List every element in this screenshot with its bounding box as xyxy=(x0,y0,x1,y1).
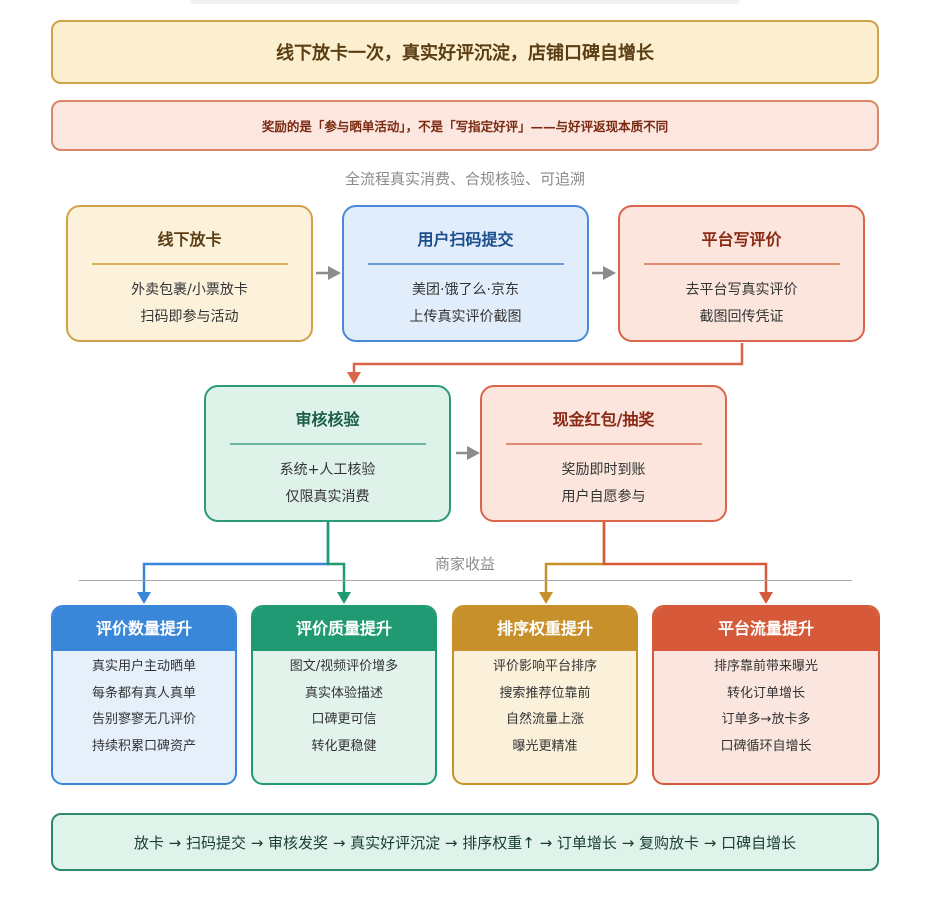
benefit-item: 口碑更可信 xyxy=(311,712,377,727)
benefit-item: 曝光更精准 xyxy=(512,738,578,754)
benefit-item: 口碑循环自增长 xyxy=(720,738,812,754)
benefit-card-ranking-weight: 排序权重提升 评价影响平台排序 搜索推荐位靠前 自然流量上涨 曝光更精准 xyxy=(452,605,638,785)
arrow-reward-to-traffic xyxy=(602,522,773,604)
benefit-item: 告别寥寥无几评价 xyxy=(91,712,196,727)
benefit-item: 真实用户主动晒单 xyxy=(91,659,196,674)
arrow-step1-step2 xyxy=(316,266,341,280)
benefit-item: 自然流量上涨 xyxy=(505,712,584,727)
step-title: 平台写评价 xyxy=(701,230,782,249)
benefit-item: 搜索推荐位靠前 xyxy=(499,685,591,701)
cycle-summary-banner: 放卡 → 扫码提交 → 审核发奖 → 真实好评沉淀 → 排序权重↑ → 订单增长… xyxy=(51,813,879,871)
step-line: 系统+人工核验 xyxy=(279,462,376,478)
arrow-step2-step3 xyxy=(592,266,616,280)
benefit-card-title: 平台流量提升 xyxy=(654,607,878,651)
benefits-caption: 商家收益 xyxy=(420,555,509,573)
step-offline-card: 线下放卡 外卖包裹/小票放卡 扫码即参与活动 xyxy=(66,205,313,342)
benefit-item: 每条都有真人真单 xyxy=(91,685,196,701)
benefit-item: 持续积累口碑资产 xyxy=(91,738,196,754)
benefits-caption-wrap: 商家收益 xyxy=(0,553,930,574)
benefit-card-platform-traffic: 平台流量提升 排序靠前带来曝光 转化订单增长 订单多→放卡多 口碑循环自增长 xyxy=(652,605,880,785)
step-cash-reward: 现金红包/抽奖 奖励即时到账 用户自愿参与 xyxy=(480,385,727,522)
step-title: 线下放卡 xyxy=(157,230,222,249)
step-line: 仅限真实消费 xyxy=(285,489,370,505)
step-line: 外卖包裹/小票放卡 xyxy=(131,282,248,298)
arrow-step3-step4 xyxy=(347,343,744,384)
step-title: 现金红包/抽奖 xyxy=(552,410,655,429)
benefit-card-review-quantity: 评价数量提升 真实用户主动晒单 每条都有真人真单 告别寥寥无几评价 持续积累口碑… xyxy=(51,605,237,785)
step-line: 用户自愿参与 xyxy=(561,489,646,505)
step-platform-review: 平台写评价 去平台写真实评价 截图回传凭证 xyxy=(618,205,865,342)
benefit-item: 订单多→放卡多 xyxy=(721,712,811,727)
benefit-item: 图文/视频评价增多 xyxy=(289,659,399,674)
benefit-card-title: 评价数量提升 xyxy=(53,607,235,651)
step-line: 奖励即时到账 xyxy=(561,462,646,478)
step-line: 美团·饿了么·京东 xyxy=(412,282,519,298)
benefit-item: 排序靠前带来曝光 xyxy=(713,659,818,674)
step-line: 扫码即参与活动 xyxy=(140,309,239,325)
top-edge-strip xyxy=(190,0,740,4)
benefit-item: 评价影响平台排序 xyxy=(492,659,597,674)
step-audit: 审核核验 系统+人工核验 仅限真实消费 xyxy=(204,385,451,522)
step-title: 审核核验 xyxy=(295,410,360,429)
step-title: 用户扫码提交 xyxy=(417,230,514,249)
arrow-review-to-quality xyxy=(326,522,351,604)
step-divider xyxy=(367,263,564,265)
step-line: 去平台写真实评价 xyxy=(685,282,798,298)
benefit-card-title: 评价质量提升 xyxy=(253,607,435,651)
step-divider xyxy=(643,263,840,265)
benefits-divider xyxy=(79,580,852,581)
step-line: 上传真实评价截图 xyxy=(409,309,522,325)
step-divider xyxy=(505,443,702,445)
arrow-step4-step5 xyxy=(456,446,480,460)
benefit-item: 转化订单增长 xyxy=(726,685,805,701)
benefit-item: 转化更稳健 xyxy=(311,738,377,754)
step-divider xyxy=(229,443,426,445)
step-scan-submit: 用户扫码提交 美团·饿了么·京东 上传真实评价截图 xyxy=(342,205,589,342)
benefit-card-review-quality: 评价质量提升 图文/视频评价增多 真实体验描述 口碑更可信 转化更稳健 xyxy=(251,605,437,785)
benefit-card-title: 排序权重提升 xyxy=(454,607,636,651)
step-line: 截图回传凭证 xyxy=(699,309,784,325)
benefit-item: 真实体验描述 xyxy=(304,685,383,701)
disclaimer-banner: 奖励的是「参与晒单活动」，不是「写指定好评」——与好评返现本质不同 xyxy=(51,100,879,151)
headline-banner: 线下放卡一次，真实好评沉淀，店铺口碑自增长 xyxy=(51,20,879,84)
step-divider xyxy=(91,263,288,265)
process-caption: 全流程真实消费、合规核验、可追溯 xyxy=(344,170,585,188)
